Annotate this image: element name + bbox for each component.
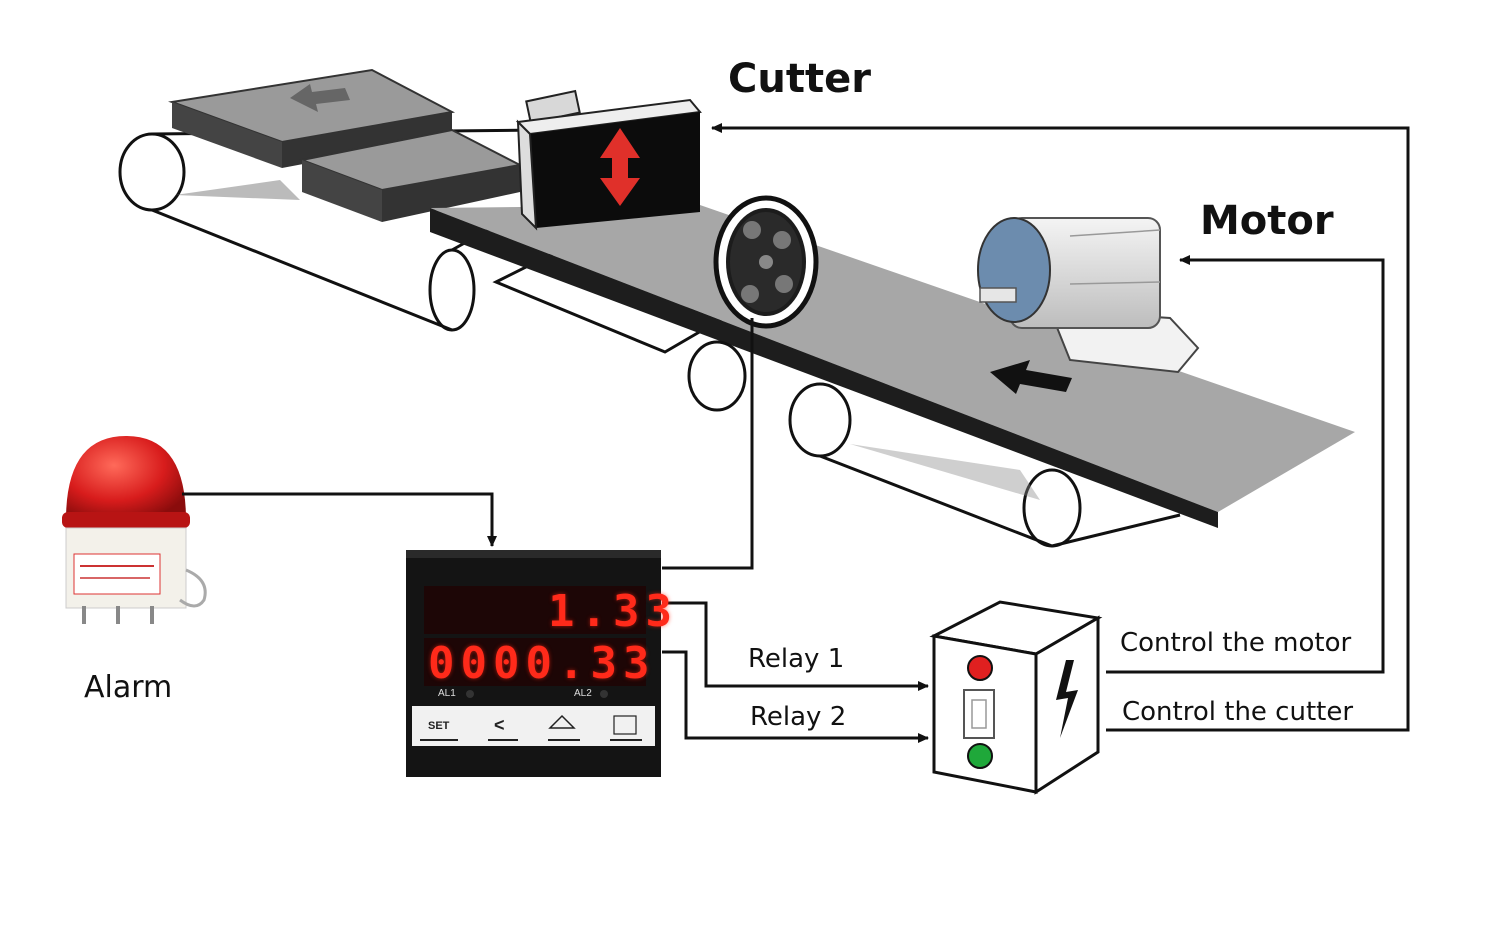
- al2-indicator: AL2: [574, 688, 592, 699]
- relay1-label: Relay 1: [748, 644, 845, 674]
- al1-indicator: AL1: [438, 688, 456, 699]
- top-display: 1.33: [548, 586, 678, 637]
- alarm-light: [62, 436, 207, 624]
- control-motor-label: Control the motor: [1120, 628, 1352, 658]
- counter-device: SET <: [406, 550, 661, 777]
- alarm-label: Alarm: [84, 670, 173, 705]
- wiring: [182, 123, 1410, 743]
- cutter-label: Cutter: [728, 56, 871, 102]
- up-down-arrow-icon: [600, 128, 640, 206]
- bottom-display: 0000.33: [428, 638, 656, 689]
- key-up-icon: [548, 714, 576, 729]
- motor-label: Motor: [1200, 198, 1334, 244]
- encoder-wheel: [713, 195, 819, 329]
- key-shift-label: <: [494, 715, 505, 735]
- cutter-unit: [515, 89, 702, 231]
- red-button: [967, 655, 993, 681]
- main-conveyor: [430, 205, 1355, 548]
- key-set-label: SET: [428, 720, 450, 732]
- motor: [977, 217, 1200, 374]
- control-box: [929, 600, 1103, 795]
- stacked-sheets: [168, 68, 524, 222]
- control-cutter-label: Control the cutter: [1122, 697, 1354, 727]
- relay2-label: Relay 2: [750, 702, 847, 732]
- up-arrow-icon: [290, 84, 350, 112]
- green-button: [967, 743, 993, 769]
- lightning-icon: [1056, 660, 1078, 738]
- direction-arrow-icon: [990, 360, 1072, 394]
